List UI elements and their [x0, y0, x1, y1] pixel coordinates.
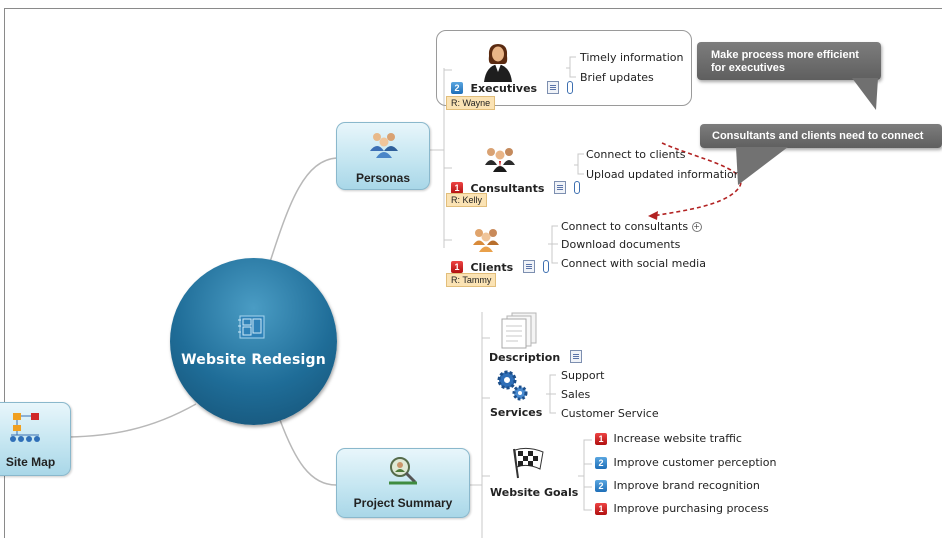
clients-label: Clients [470, 261, 514, 274]
executive-person-icon [484, 44, 512, 82]
priority-badge: 2 [595, 457, 607, 469]
canvas-border-left [4, 8, 5, 538]
callout-relationship-text: Consultants and clients need to connect [712, 130, 924, 142]
priority-badge: 1 [451, 181, 463, 194]
note-icon[interactable] [522, 260, 535, 274]
consultants-group-icon [485, 148, 515, 172]
resource-tag: R: Kelly [446, 193, 488, 207]
description-label: Description [489, 351, 561, 364]
goal-label: Increase website traffic [613, 432, 742, 445]
document-stack-icon [501, 312, 537, 349]
goal-item[interactable]: 1 Improve purchasing process [595, 502, 769, 515]
attachment-icon[interactable] [574, 181, 581, 195]
leaf-connect-with-social-media[interactable]: Connect with social media [561, 257, 706, 270]
callout-relationship[interactable]: Consultants and clients need to connect [700, 124, 942, 148]
gears-icon [497, 370, 528, 401]
branch-line-summary [279, 419, 337, 486]
resource-tag: R: Tammy [446, 273, 497, 287]
canvas-border-top [4, 8, 942, 9]
topic-personas-label: Personas [355, 171, 411, 185]
note-icon[interactable] [553, 181, 566, 195]
goal-item[interactable]: 2 Improve customer perception [595, 456, 776, 469]
callout-executives[interactable]: Make process more efficient for executiv… [697, 42, 881, 80]
sitemap-icon [10, 413, 40, 442]
magnifier-person-icon [389, 457, 417, 485]
consultants-row[interactable]: 1 Consultants [451, 179, 581, 197]
goal-item[interactable]: 2 Improve brand recognition [595, 479, 760, 492]
priority-badge: 1 [595, 503, 607, 515]
priority-badge: 2 [451, 81, 463, 94]
topic-site-map[interactable]: Site Map [0, 402, 71, 476]
leaf-customer-service[interactable]: Customer Service [561, 407, 659, 420]
leaf-timely-information[interactable]: Timely information [580, 51, 684, 64]
topic-personas[interactable]: Personas [336, 122, 430, 190]
branch-line-personas [269, 157, 338, 263]
priority-badge: 2 [595, 480, 607, 492]
goal-item[interactable]: 1 Increase website traffic [595, 432, 742, 445]
resource-tag: R: Wayne [446, 96, 496, 110]
topic-site-map-label: Site Map [5, 455, 56, 469]
expand-icon[interactable]: + [691, 222, 702, 232]
central-topic-label: Website Redesign [181, 352, 326, 368]
attachment-icon[interactable] [567, 81, 573, 95]
topic-project-summary-label: Project Summary [353, 496, 453, 510]
note-icon[interactable] [569, 350, 582, 364]
leaf-download-documents[interactable]: Download documents [561, 238, 681, 251]
branch-line-sitemap [68, 403, 197, 438]
clients-row[interactable]: 1 Clients [451, 258, 550, 276]
priority-badge: 1 [451, 260, 463, 273]
callout-executives-text: Make process more efficient for executiv… [711, 49, 859, 74]
attachment-icon[interactable] [543, 260, 550, 274]
clients-group-icon [473, 229, 499, 252]
leaf-sales[interactable]: Sales [561, 388, 591, 401]
checkered-flag-icon [513, 447, 544, 479]
leaf-connect-to-consultants[interactable]: Connect to consultants + [561, 220, 702, 233]
website-goals-label[interactable]: Website Goals [490, 486, 579, 499]
people-group-icon [370, 133, 398, 158]
website-blueprint-icon [238, 315, 265, 339]
central-topic[interactable]: Website Redesign [170, 258, 337, 425]
consultants-label: Consultants [470, 182, 545, 195]
leaf-upload-updated-information[interactable]: Upload updated information [586, 168, 741, 181]
goal-label: Improve brand recognition [613, 479, 760, 492]
summary-spine [468, 312, 483, 538]
leaf-support[interactable]: Support [561, 369, 605, 382]
leaf-brief-updates[interactable]: Brief updates [580, 71, 654, 84]
callout-relationship-tail [736, 147, 788, 185]
executives-label: Executives [470, 82, 538, 95]
description-row[interactable]: Description [489, 348, 582, 366]
executives-row[interactable]: 2 Executives [451, 79, 573, 97]
services-label[interactable]: Services [490, 406, 543, 419]
leaf-connect-to-clients[interactable]: Connect to clients [586, 148, 686, 161]
relationship-arrow [651, 142, 742, 217]
goal-label: Improve purchasing process [613, 502, 769, 515]
callout-tail [852, 78, 878, 110]
topic-project-summary[interactable]: Project Summary [336, 448, 470, 518]
executives-boundary [436, 30, 692, 106]
priority-badge: 1 [595, 433, 607, 445]
goal-label: Improve customer perception [613, 456, 777, 469]
note-icon[interactable] [546, 81, 559, 95]
leaf-connect-to-consultants-label: Connect to consultants [561, 220, 689, 233]
